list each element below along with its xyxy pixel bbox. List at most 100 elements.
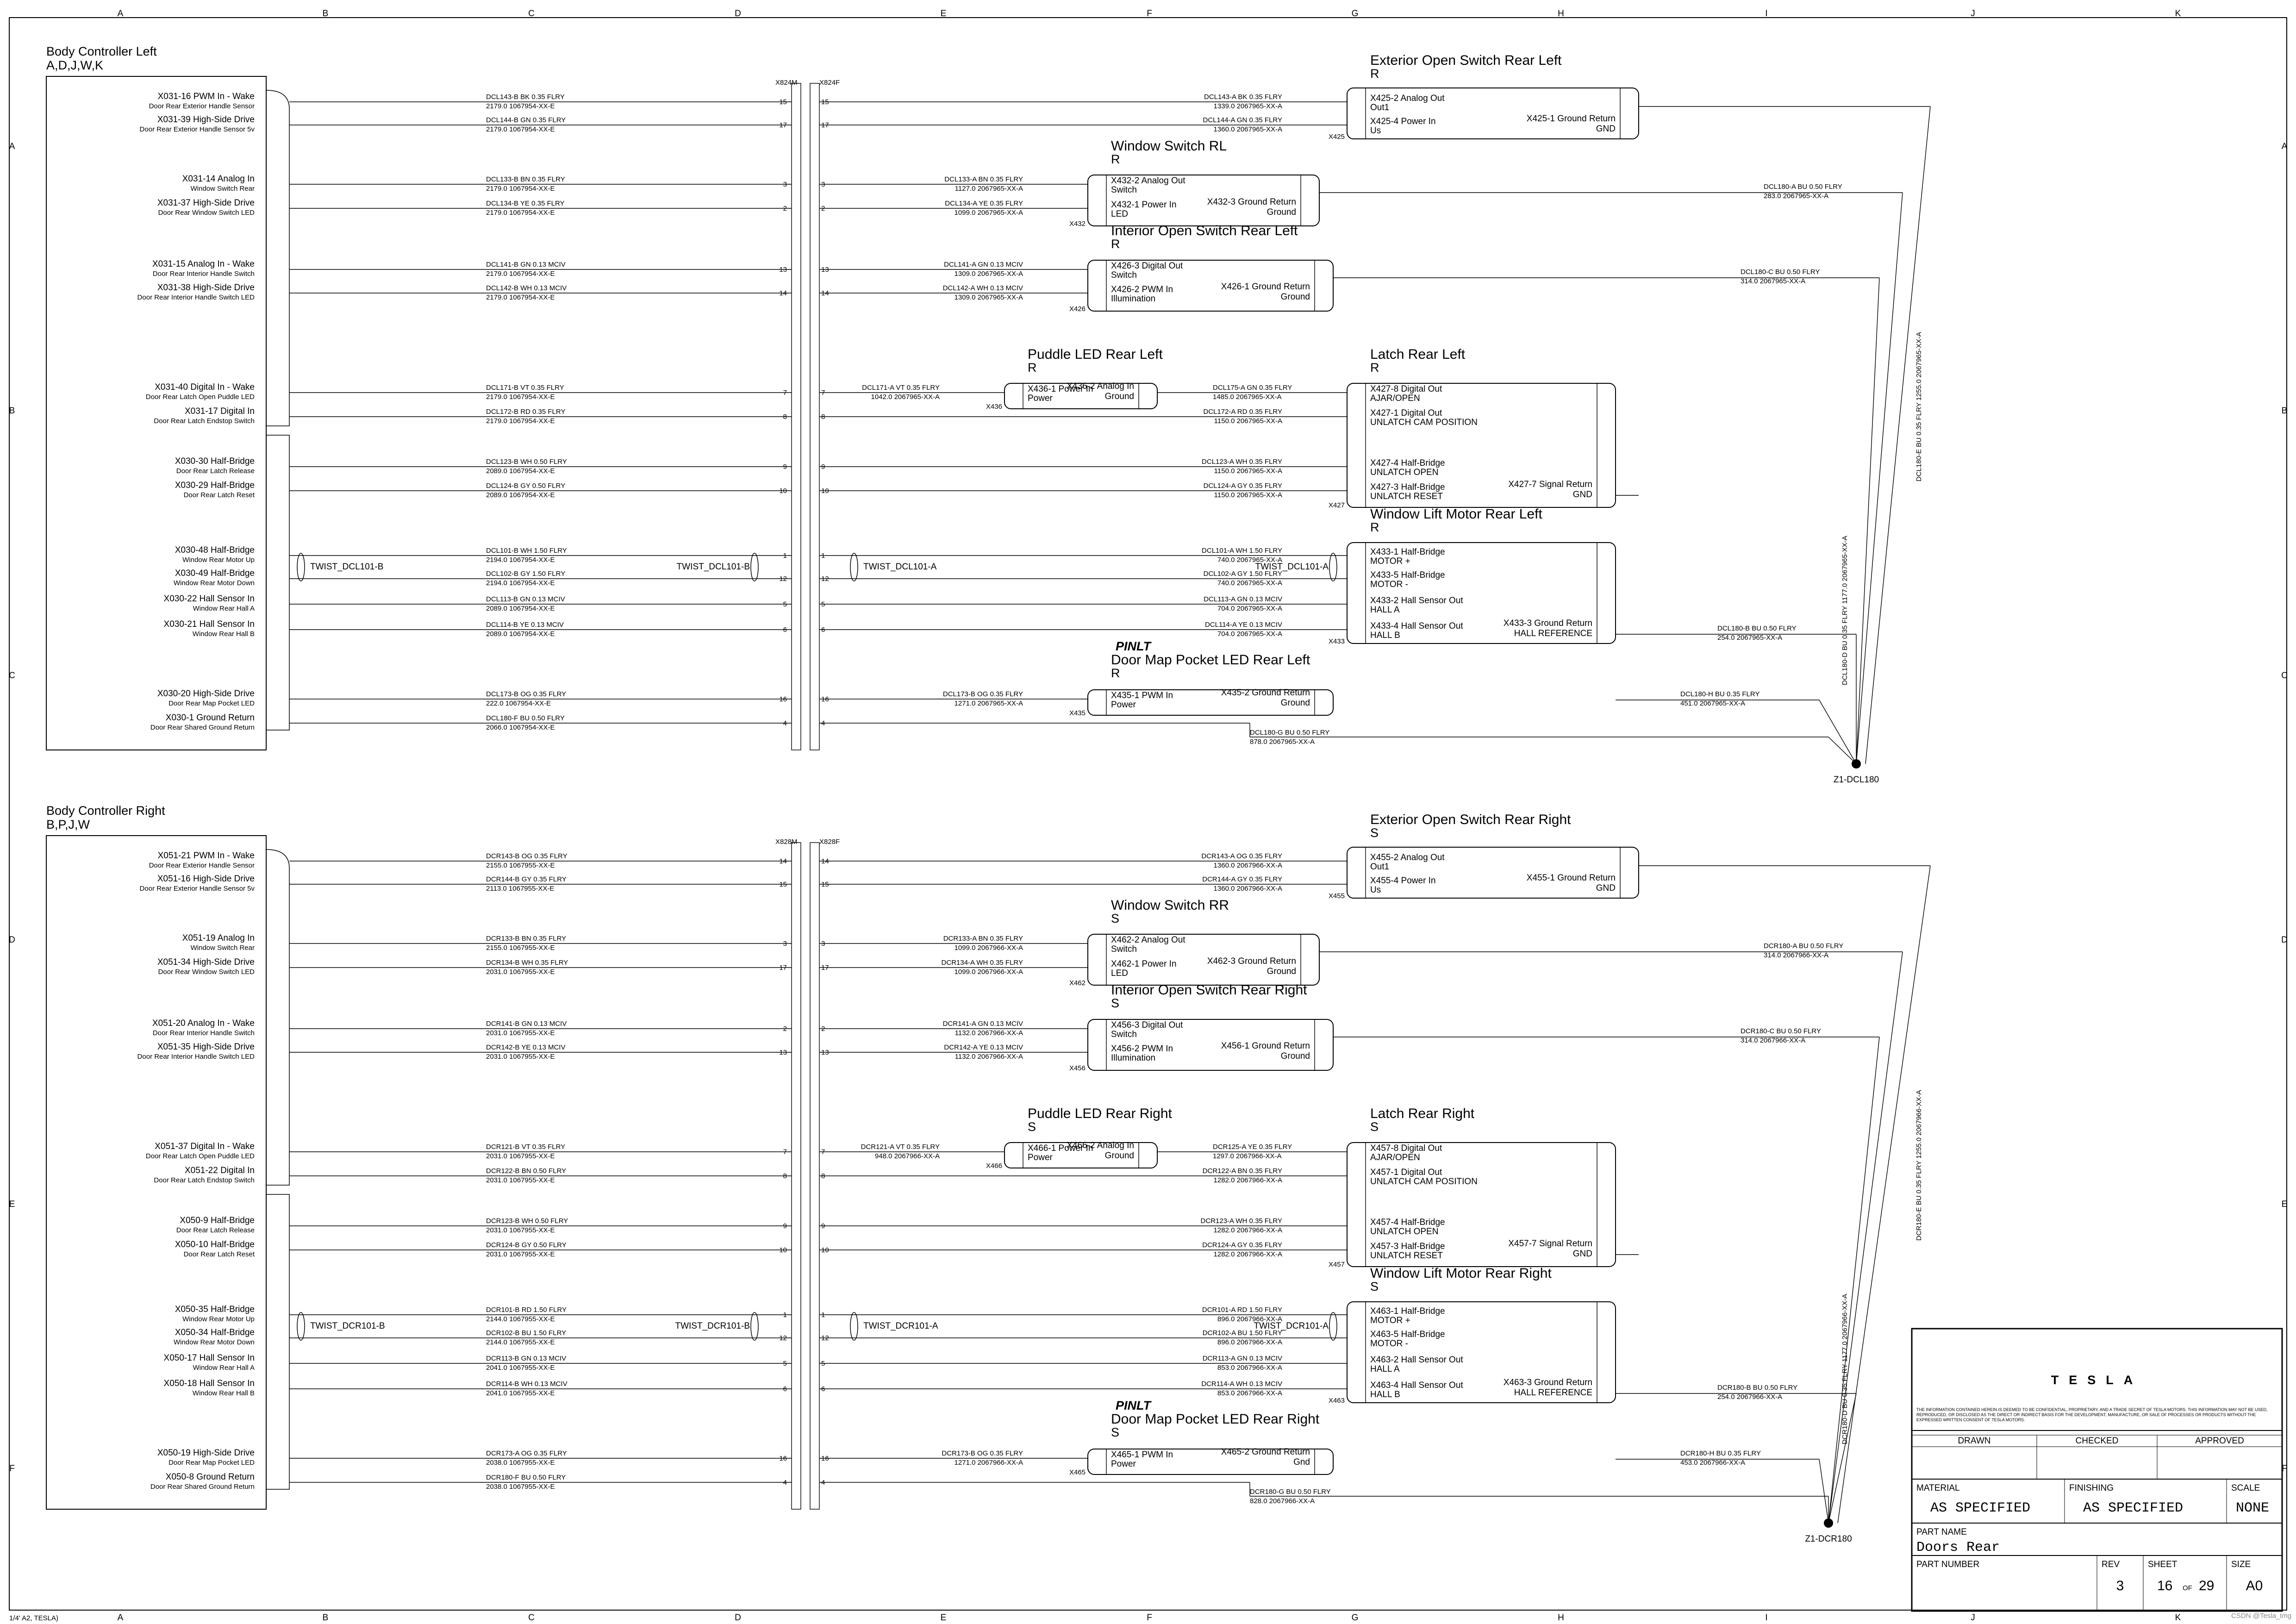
component-pin-desc: AJAR/OPEN [1370, 1153, 1420, 1162]
pin-label: X030-21 Hall Sensor In [164, 619, 255, 629]
component-title: Interior Open Switch Rear Left [1111, 223, 1298, 238]
pin-label: X050-19 High-Side Drive [157, 1448, 255, 1458]
cavity-number: 1 [783, 1311, 787, 1319]
grid-row-label: F [2282, 1464, 2287, 1474]
wire-spec: 1360.0 2067966-XX-A [1214, 862, 1282, 869]
pin-desc: Door Rear Exterior Handle Sensor 5v [140, 125, 255, 133]
component-exterior-open-switch-rear-right: Exterior Open Switch Rear RightSX455X455… [1329, 812, 1639, 900]
wire-spec: 1150.0 2067965-XX-A [1214, 491, 1282, 499]
wire-spec: DCR122-B BN 0.50 FLRY [486, 1167, 566, 1175]
part-name-value: Doors Rear [1916, 1540, 2000, 1555]
twist-mark [1329, 553, 1337, 581]
component-code: S [1111, 1425, 1119, 1439]
component-code: R [1028, 361, 1037, 375]
wire-spec: 896.0 2067966-XX-A [1217, 1315, 1282, 1323]
pin-label: X031-14 Analog In [182, 174, 255, 184]
wire-spec: DCL101-B WH 1.50 FLRY [486, 547, 567, 555]
wire-spec: DCL143-A BK 0.35 FLRY [1204, 93, 1282, 101]
wire-spec: DCR113-A GN 0.13 MCIV [1203, 1355, 1282, 1362]
component-pin: X436-1 Power In [1028, 384, 1093, 394]
wire-spec: DCR141-B GN 0.13 MCIV [486, 1020, 567, 1028]
pinlt-tag: PINLT [1116, 639, 1152, 653]
wire-spec: DCR180-G BU 0.50 FLRY [1250, 1488, 1331, 1496]
wire-spec: DCR144-A GY 0.35 FLRY [1202, 875, 1282, 883]
component-pin: X426-2 PWM In [1111, 285, 1173, 294]
wire-spec: 948.0 2067966-XX-A [875, 1152, 940, 1160]
twist-mark [297, 1312, 305, 1341]
wire-spec: 2038.0 1067955-XX-E [486, 1459, 555, 1467]
wire-spec: 2179.0 1067954-XX-E [486, 185, 555, 193]
twist-label: TWIST_DCL101-A [863, 562, 937, 572]
controller-box [46, 835, 267, 1510]
component-pin-desc: HALL A [1370, 605, 1400, 615]
pin-label: X050-10 Half-Bridge [175, 1240, 255, 1249]
grid-row-label: C [9, 671, 15, 681]
pin-label: X050-18 Hall Sensor In [164, 1379, 255, 1388]
wire-spec: 2179.0 1067954-XX-E [486, 294, 555, 301]
wire-spec: DCR133-B BN 0.35 FLRY [486, 935, 566, 943]
component-pin-desc: UNLATCH RESET [1370, 1251, 1443, 1261]
splice-label: Z1-DCR180 [1805, 1534, 1852, 1544]
wire-spec: 2089.0 1067954-XX-E [486, 605, 555, 612]
component-ground-desc: GND [1573, 490, 1592, 500]
wire-spec: 1360.0 2067965-XX-A [1214, 125, 1282, 133]
wire-spec: DCL180-A BU 0.50 FLRY [1764, 183, 1842, 191]
component-ground-desc: GND [1596, 883, 1616, 893]
wire-spec: 853.0 2067966-XX-A [1217, 1364, 1282, 1372]
confidential-notice: THE INFORMATION CONTAINED HEREIN IS DEEM… [1916, 1407, 2268, 1422]
cavity-number: 2 [783, 205, 787, 212]
component-title: Door Map Pocket LED Rear Left [1111, 652, 1310, 668]
material-label: MATERIAL [1916, 1483, 1960, 1493]
wire-spec: 2155.0 1067955-XX-E [486, 944, 555, 952]
component-pin-desc: MOTOR + [1370, 556, 1410, 566]
component-pin-desc: Illumination [1111, 1053, 1155, 1063]
pin-desc: Window Rear Motor Down [174, 579, 255, 587]
component-title: Window Switch RR [1111, 898, 1229, 913]
wire-spec: 2144.0 1067955-XX-E [486, 1338, 555, 1346]
component-pin: X457-8 Digital Out [1370, 1143, 1442, 1153]
pin-label: X030-22 Hall Sensor In [164, 594, 255, 604]
component-ground: X456-1 Ground Return [1221, 1041, 1310, 1051]
controller-box [46, 76, 267, 750]
wire-spec: 878.0 2067965-XX-A [1250, 738, 1315, 746]
wire-spec: DCL113-A GN 0.13 MCIV [1204, 595, 1282, 603]
wire-spec: DCR102-A BU 1.50 FLRY [1203, 1329, 1282, 1337]
cavity-number: 17 [779, 964, 787, 972]
wire-spec: 2089.0 1067954-XX-E [486, 630, 555, 638]
wire-spec: DCL102-A GY 1.50 FLRY [1204, 570, 1282, 578]
pin-desc: Door Rear Exterior Handle Sensor [149, 862, 255, 869]
grid-col-label: K [2175, 9, 2181, 19]
part-number-label: PART NUMBER [1916, 1560, 1979, 1569]
wire-spec: DCL124-A GY 0.35 FLRY [1204, 482, 1282, 490]
wire-spec: DCL114-A YE 0.13 MCIV [1205, 621, 1282, 629]
component-ground-desc: GND [1573, 1249, 1592, 1259]
pin-desc: Window Rear Motor Down [174, 1338, 255, 1346]
component-title: Window Lift Motor Rear Right [1370, 1266, 1552, 1281]
wire-spec: DCL180-H BU 0.35 FLRY [1680, 690, 1759, 698]
pin-desc: Window Rear Hall A [193, 1364, 255, 1372]
component-pin-desc: MOTOR - [1370, 1339, 1408, 1349]
wire-spec: 2031.0 1067955-XX-E [486, 1176, 555, 1184]
controller-variants: B,P,J,W [46, 818, 90, 831]
splice-label: Z1-DCL180 [1834, 775, 1879, 785]
cavity-number: 5 [783, 600, 787, 608]
pin-label: X031-37 High-Side Drive [157, 198, 255, 208]
component-pin: X455-4 Power In [1370, 876, 1436, 886]
wire-spec: DCR124-A GY 0.35 FLRY [1202, 1241, 1282, 1249]
grid-col-label: K [2175, 1613, 2181, 1623]
wire-spec-vertical: DCR180-E BU 0.35 FLRY 1255.0 2067966-XX-… [1915, 1090, 1923, 1241]
component-box [1347, 847, 1639, 899]
component-ground-desc: Ground [1267, 967, 1296, 976]
wire-spec: DCR180-A BU 0.50 FLRY [1764, 942, 1843, 950]
pin-label: X051-19 Analog In [182, 933, 255, 943]
wire-spec: 2179.0 1067954-XX-E [486, 209, 555, 217]
grid-col-label: G [1352, 1613, 1359, 1623]
component-title: Interior Open Switch Rear Right [1111, 982, 1307, 998]
wire-spec: 1485.0 2067965-XX-A [1213, 393, 1281, 401]
component-ground: X425-1 Ground Return [1527, 114, 1616, 124]
